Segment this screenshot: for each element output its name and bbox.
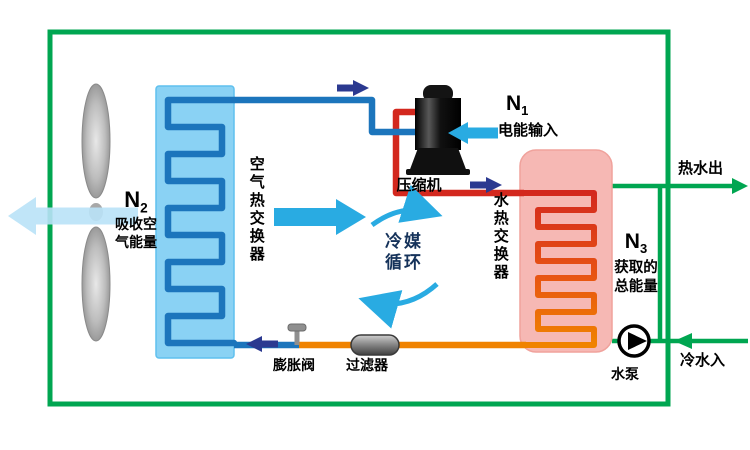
compressor-body <box>415 98 461 150</box>
n1-base: N <box>506 92 522 115</box>
hot-water-arrow-icon <box>732 178 748 194</box>
n2-base: N <box>124 187 141 212</box>
flow-arrow-discharge-icon <box>470 177 502 193</box>
label-water-exchanger: 水热交换器 <box>491 192 509 282</box>
airflow-arrow-icon <box>8 197 138 235</box>
discharge-pipe <box>392 108 524 197</box>
power-input-arrow-icon <box>448 122 498 144</box>
compressor <box>406 85 470 175</box>
label-expansion-valve: 膨胀阀 <box>273 357 315 373</box>
label-filter: 过滤器 <box>346 357 388 373</box>
water-heat-exchanger <box>519 149 613 353</box>
cold-water-arrow-icon <box>674 333 692 349</box>
fan-blade-top <box>81 83 111 199</box>
label-pump: 水泵 <box>611 366 639 382</box>
n3-sub: 3 <box>639 241 648 257</box>
label-air-exchanger: 空气热交换器 <box>247 156 265 264</box>
circulation-arrow-bottom-icon <box>358 282 439 329</box>
label-n2-symbol: N2 <box>104 186 168 216</box>
refrigerant-flow-arrow-icon <box>274 199 366 235</box>
label-refrigerant-cycle: 冷媒 循环 <box>385 232 423 273</box>
flow-arrow-suction-icon <box>337 80 369 96</box>
label-n1-symbol: N1 <box>498 91 558 119</box>
label-n2: N2 吸收空 气能量 <box>104 186 168 251</box>
pump-triangle-icon <box>628 332 647 350</box>
expansion-valve <box>287 323 307 345</box>
flow-arrow-expansion-icon <box>246 336 278 352</box>
label-compressor: 压缩机 <box>396 177 442 194</box>
label-n2-desc: 吸收空 气能量 <box>115 216 157 250</box>
n3-base: N <box>624 230 640 253</box>
water-pump <box>617 324 651 358</box>
valve-handle-icon <box>287 323 307 332</box>
compressor-cap <box>423 85 453 102</box>
circulation-arrow-top-icon <box>370 184 443 228</box>
label-n1-desc: 电能输入 <box>498 122 559 140</box>
water-exchanger-body <box>519 149 613 353</box>
label-n3-desc: 获取的 总能量 <box>614 260 658 295</box>
filter-drier <box>350 334 400 356</box>
condenser-coil <box>521 190 597 348</box>
label-cold-water-in: 冷水入 <box>680 352 726 369</box>
evaporator-coil <box>164 96 238 347</box>
label-hot-water-out: 热水出 <box>678 160 724 177</box>
fan-blade-bottom <box>81 226 111 342</box>
label-n1: N1 电能输入 <box>498 91 558 141</box>
suction-pipe <box>234 96 415 136</box>
compressor-base <box>409 148 467 172</box>
n2-sub: 2 <box>140 200 148 216</box>
label-n3: N3 获取的 总能量 <box>606 229 666 296</box>
compressor-base-plate <box>406 169 470 175</box>
refrigerant-pipes <box>234 96 526 349</box>
air-heat-exchanger <box>155 85 238 359</box>
label-n3-symbol: N3 <box>606 229 666 257</box>
n1-sub: 1 <box>521 103 529 119</box>
filter-icon <box>350 334 400 356</box>
